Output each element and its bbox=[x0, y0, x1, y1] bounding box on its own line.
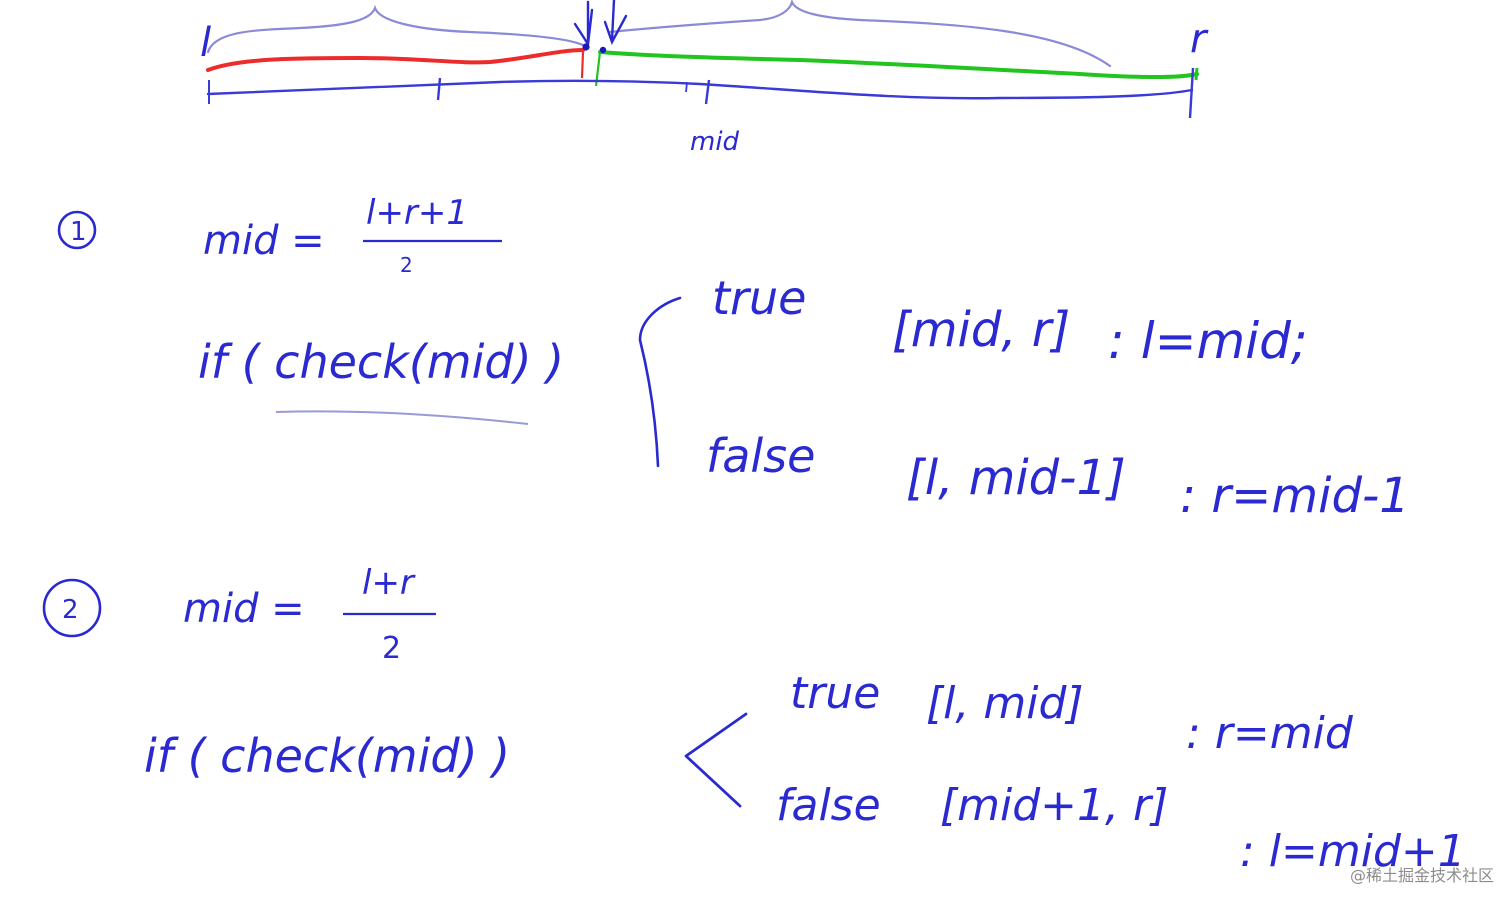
case-2-false-action: : l=mid+1 bbox=[1240, 826, 1466, 877]
case-1-condition: if ( check(mid) ) bbox=[198, 335, 564, 389]
case-1: 1 mid = l+r+1 2 if ( check(mid) ) true [… bbox=[57, 193, 1410, 524]
case-2-condition: if ( check(mid) ) bbox=[144, 729, 510, 783]
left-endpoint-label: l bbox=[200, 20, 211, 66]
base-mid-tick bbox=[704, 79, 711, 105]
watermark: @稀土掘金技术社区 bbox=[1349, 866, 1494, 885]
right-brace bbox=[608, 0, 1112, 68]
case-2-angle-bracket bbox=[684, 712, 748, 808]
base-quarter-tick bbox=[436, 77, 442, 101]
green-end bbox=[1194, 67, 1199, 81]
case-1-false-action: : r=mid-1 bbox=[1180, 468, 1410, 524]
case-1-brace bbox=[638, 296, 682, 468]
case-2-true-action: : r=mid bbox=[1186, 708, 1354, 759]
case-1-true-action: : l=mid; bbox=[1108, 312, 1308, 370]
case-1-false-label: false bbox=[706, 429, 815, 483]
case-1-true-interval: [mid, r] bbox=[892, 302, 1070, 358]
case-1-mid-denominator: 2 bbox=[400, 253, 413, 277]
case-2-mid-lhs: mid = bbox=[183, 586, 305, 632]
case-2-false-label: false bbox=[776, 780, 881, 831]
green-segment bbox=[598, 50, 1199, 79]
mid-label: mid bbox=[690, 127, 740, 157]
case-1-true-label: true bbox=[712, 271, 806, 325]
right-endpoint-label: r bbox=[1190, 16, 1209, 62]
case-2-mid-numerator: l+r bbox=[362, 563, 416, 603]
left-brace bbox=[206, 4, 587, 54]
number-line-diagram: l r mid bbox=[200, 0, 1209, 157]
case-1-false-interval: [l, mid-1] bbox=[906, 450, 1126, 506]
arrow-down-right-icon bbox=[603, 0, 628, 45]
arrow-down-left-icon bbox=[573, 0, 594, 48]
split-dot-right bbox=[599, 46, 607, 54]
case-2-mid-denominator: 2 bbox=[382, 631, 401, 666]
red-segment bbox=[206, 48, 585, 72]
base-right-tick bbox=[1188, 67, 1195, 119]
case-1-mid-numerator: l+r+1 bbox=[366, 193, 468, 233]
base-mid-tick-2 bbox=[685, 81, 688, 93]
case-1-condition-underline bbox=[275, 410, 529, 425]
base-line bbox=[206, 79, 1194, 100]
case-2-true-interval: [l, mid] bbox=[926, 678, 1084, 729]
case-2-number: 2 bbox=[62, 595, 79, 625]
case-2-circle bbox=[42, 578, 102, 638]
split-dot-left bbox=[582, 43, 590, 51]
case-2-false-interval: [mid+1, r] bbox=[940, 780, 1168, 831]
case-2-true-label: true bbox=[790, 668, 880, 719]
case-1-mid-lhs: mid = bbox=[203, 218, 325, 264]
case-1-circle bbox=[57, 210, 97, 250]
case-2: 2 mid = l+r 2 if ( check(mid) ) true [l,… bbox=[42, 563, 1466, 877]
case-1-number: 1 bbox=[70, 217, 87, 247]
red-divider bbox=[580, 51, 585, 79]
